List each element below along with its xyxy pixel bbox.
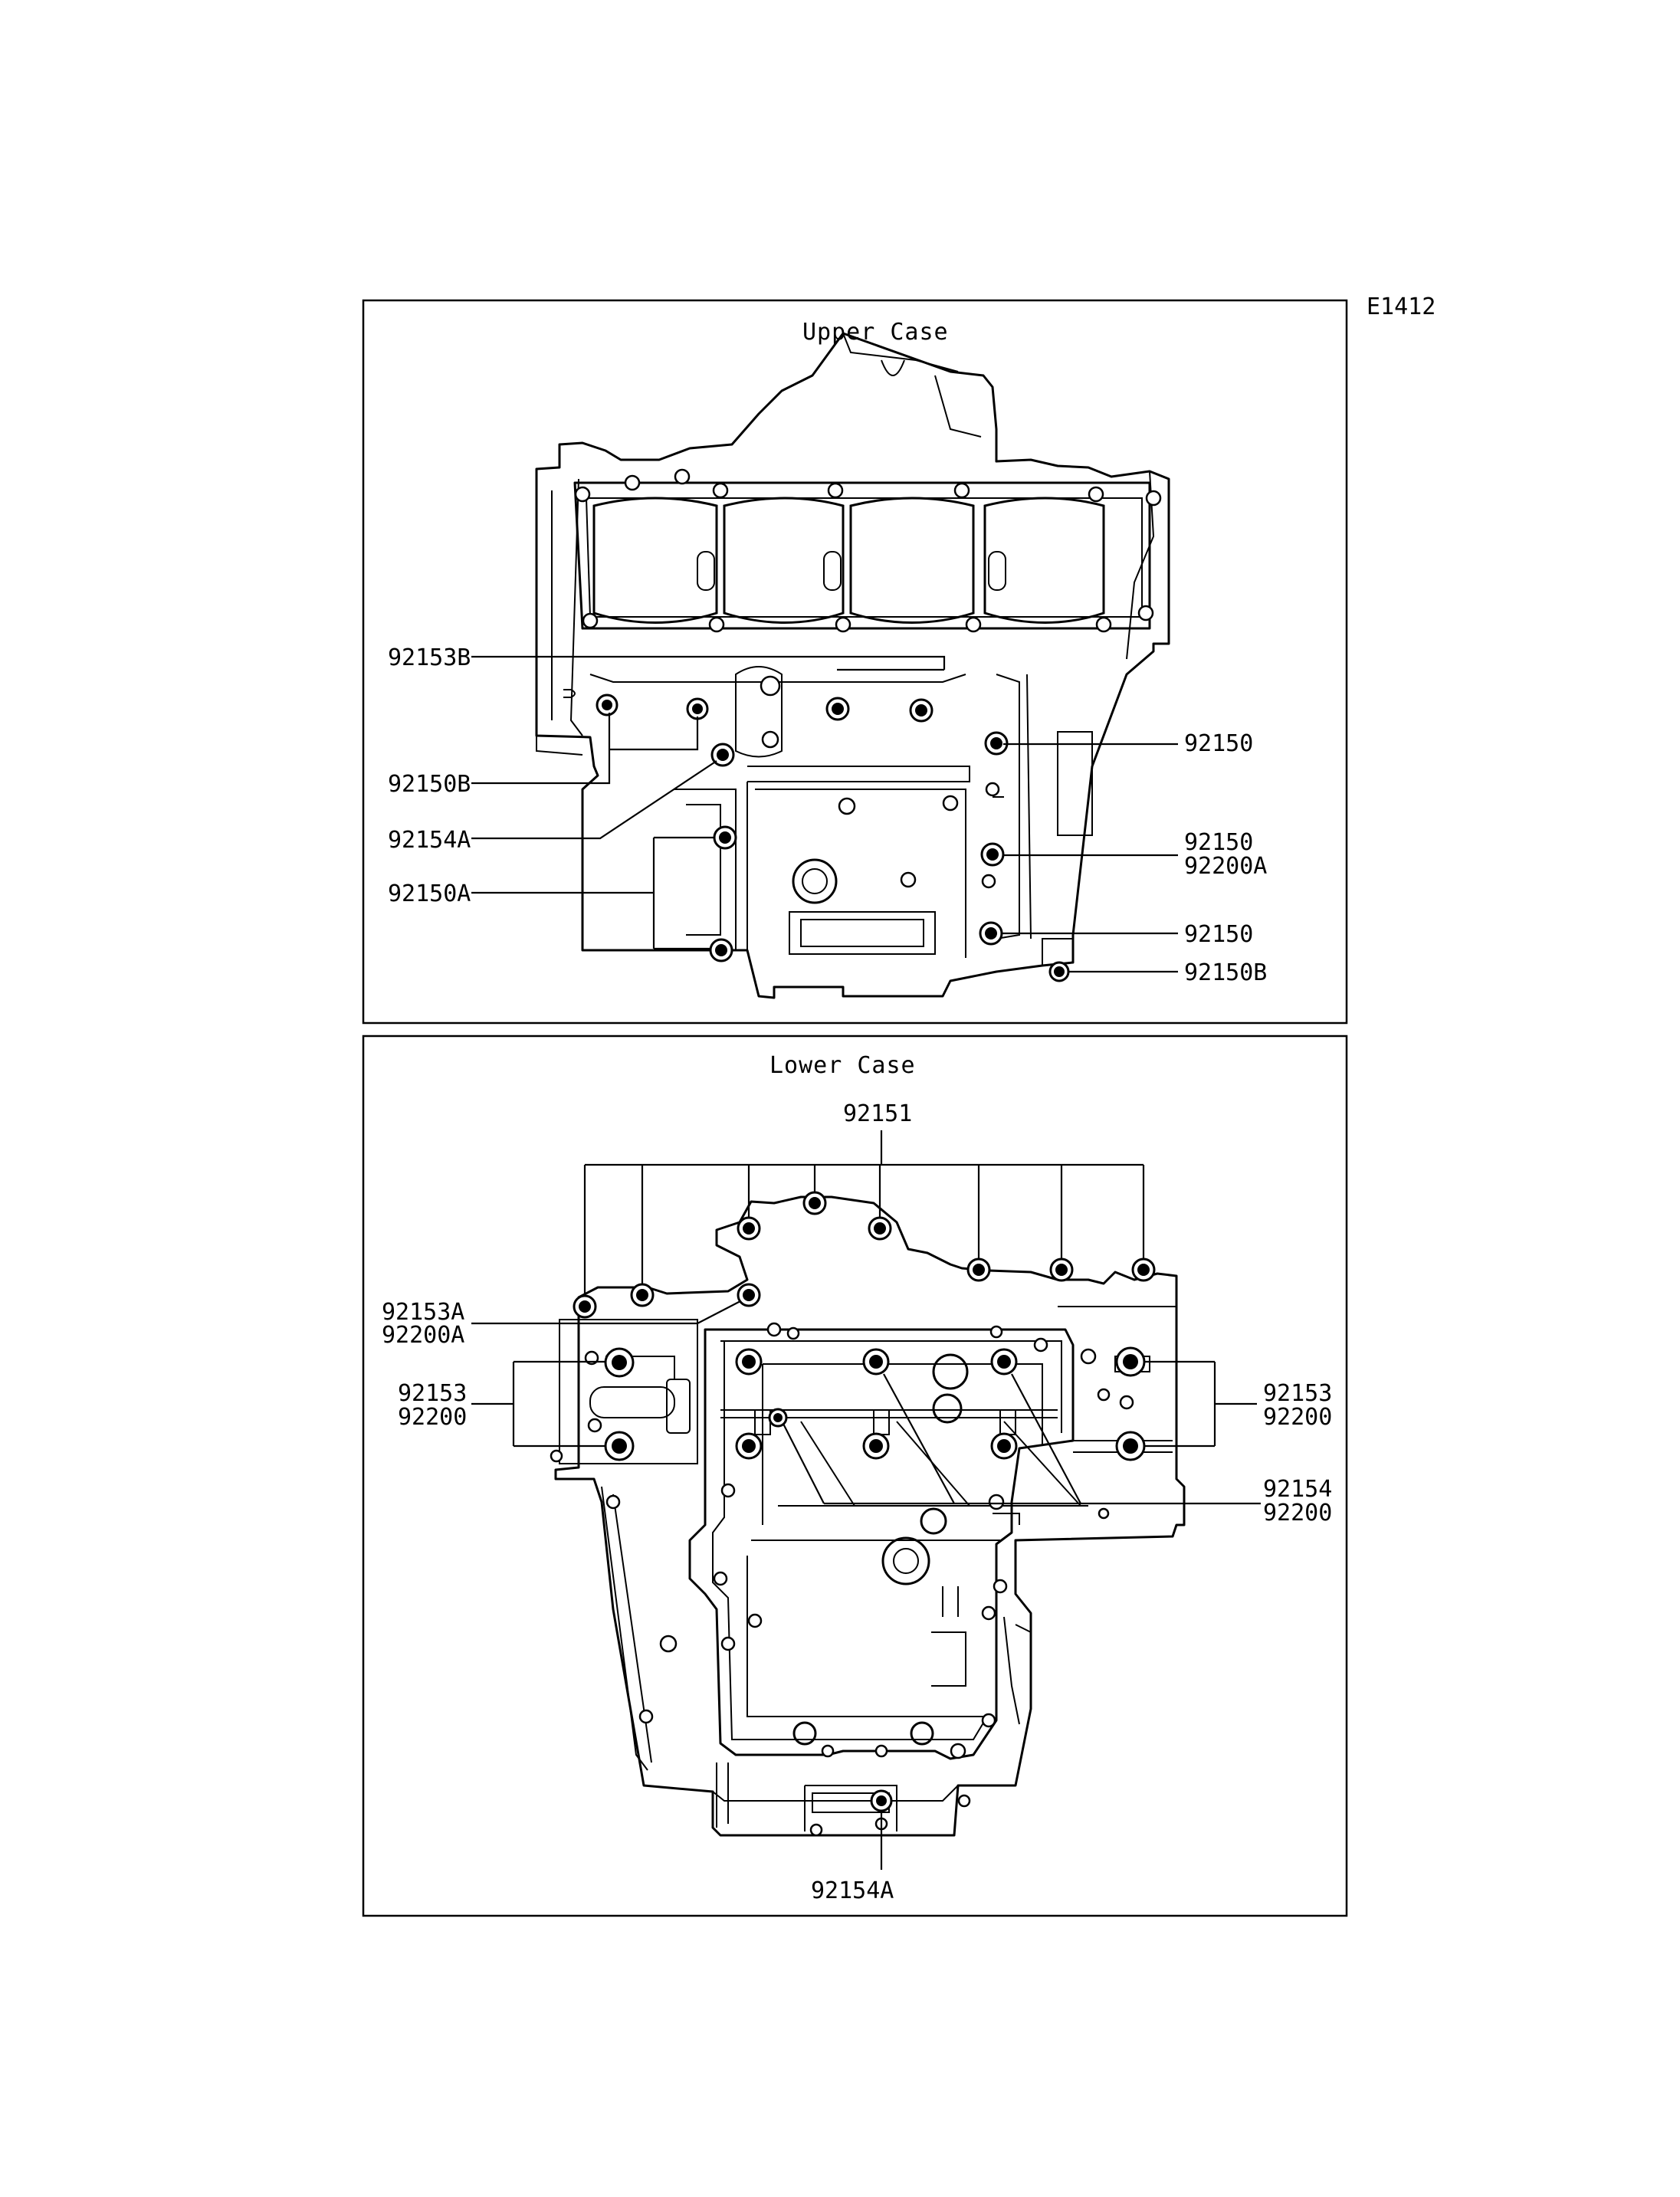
label-92154A: 92154A (811, 1877, 894, 1904)
bolt-92151-e (868, 1216, 892, 1241)
bolt-92150B-a (596, 694, 619, 716)
label-92150-top: 92150 (1184, 730, 1253, 757)
label-92200A: 92200A (382, 1322, 464, 1349)
label-92153-right: 92153 (1263, 1380, 1332, 1407)
head-stud-holes (574, 468, 1162, 633)
bolt-92154A (870, 1789, 893, 1812)
label-92154A: 92154A (388, 827, 471, 854)
upper-case-title: Upper Case (802, 319, 949, 346)
upper-leader-lines (471, 655, 1178, 973)
bolt-92153B-a (825, 697, 850, 721)
label-92153A: 92153A (382, 1299, 464, 1326)
label-92150B-left: 92150B (388, 771, 471, 798)
bolt-92154-g (768, 1408, 788, 1428)
lower-case-title: Lower Case (769, 1052, 916, 1079)
label-92150-low: 92150 (1184, 921, 1253, 948)
lower-case-panel: Lower Case (362, 1035, 1348, 1917)
lower-crankcase-drawing (550, 1195, 1186, 1837)
bolt-92151-f (966, 1258, 991, 1282)
label-92151: 92151 (843, 1100, 912, 1127)
bolt-92154-e (862, 1432, 890, 1460)
bolt-92151-b (630, 1283, 655, 1307)
label-92200A: 92200A (1184, 853, 1267, 880)
upper-case-frame (362, 299, 1348, 1025)
upper-case-panel: Upper Case (362, 299, 1348, 1025)
bolt-92150-a (984, 731, 1009, 756)
label-92200-left: 92200 (398, 1404, 467, 1431)
bolt-92153-left-b (604, 1431, 635, 1461)
bolt-92150B-b (686, 697, 709, 720)
label-92153B: 92153B (388, 644, 471, 671)
upper-crankcase-drawing (535, 332, 1170, 999)
bolt-92154-c (990, 1348, 1018, 1376)
bolt-92154-f (990, 1432, 1018, 1460)
lower-case-frame (362, 1035, 1348, 1917)
bolt-92153-left-a (604, 1347, 635, 1378)
bolt-92150A-a (713, 825, 737, 850)
bolt-92150-c (979, 921, 1003, 946)
bolt-92151-a (573, 1294, 597, 1319)
bolt-92150-b (980, 842, 1005, 867)
bolt-92151-c (737, 1216, 761, 1241)
bolt-92153-right-b (1115, 1431, 1146, 1461)
bolt-92154A (710, 743, 735, 767)
bolt-92151-d (802, 1191, 827, 1215)
label-92200-right: 92200 (1263, 1404, 1332, 1431)
label-92153-left: 92153 (398, 1380, 467, 1407)
label-92150-mid: 92150 (1184, 829, 1253, 856)
bolt-92150A-b (709, 938, 733, 962)
bolt-92151-g (1049, 1258, 1074, 1282)
bolt-92154-b (862, 1348, 890, 1376)
upper-bolts (596, 694, 1070, 982)
label-92150A: 92150A (388, 880, 471, 907)
bolt-92153B-b (909, 698, 934, 723)
lower-leader-lines (471, 1130, 1261, 1870)
lower-bolts (573, 1191, 1156, 1812)
bolt-92151-h (1131, 1258, 1156, 1282)
label-92200-mid: 92200 (1263, 1500, 1332, 1526)
figure-code: E1412 (1367, 293, 1436, 320)
bolt-92153-right-a (1115, 1346, 1146, 1377)
bolt-92154-d (735, 1432, 763, 1460)
label-92150B-right: 92150B (1184, 959, 1267, 986)
bolt-92154-a (735, 1348, 763, 1376)
bolt-92153A (737, 1283, 761, 1307)
bolt-92150B-c (1048, 961, 1070, 982)
label-92154: 92154 (1263, 1476, 1332, 1503)
